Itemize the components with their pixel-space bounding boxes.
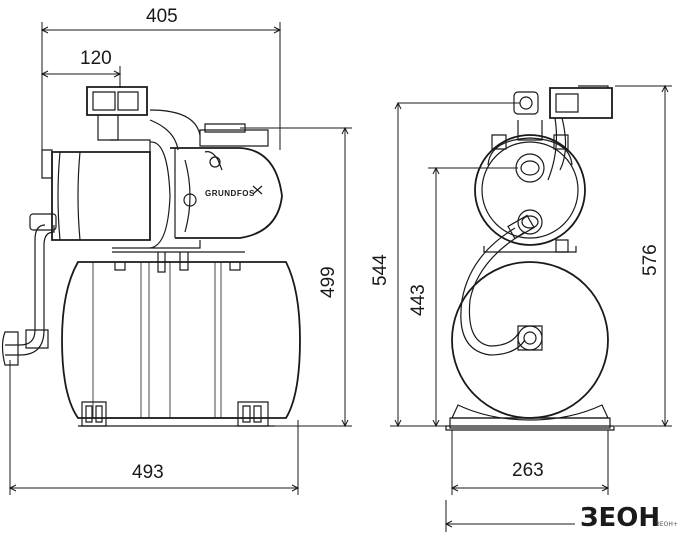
dim-label-493: 493 <box>132 462 164 483</box>
side-view: 544 443 576 263 <box>370 86 672 532</box>
inlet-pipe <box>3 214 57 365</box>
dimension-overall-length: 405 <box>42 6 280 150</box>
dimension-front-height: 499 <box>240 128 352 426</box>
dimension-switch-offset: 120 <box>42 48 120 88</box>
dimension-side-443: 443 <box>408 168 518 426</box>
tank-end-circle <box>452 262 608 418</box>
watermark-logo: ЗЕОН ЗЕОН+ <box>575 496 683 533</box>
dimension-side-576: 576 <box>615 86 672 426</box>
dimension-base-263: 263 <box>452 430 608 495</box>
front-view: GRUNDFOS 405 120 <box>3 6 353 495</box>
dim-label-263: 263 <box>512 460 544 481</box>
dimension-tank-length: 493 <box>10 360 298 495</box>
dimension-side-544: 544 <box>370 103 450 426</box>
brand-label: GRUNDFOS <box>205 189 255 198</box>
dim-label-499: 499 <box>318 266 339 298</box>
watermark-logo-sub: ЗЕОН+ <box>656 521 678 528</box>
watermark-logo-text: ЗЕОН <box>580 503 660 533</box>
dim-label-120: 120 <box>80 48 112 69</box>
dim-label-443: 443 <box>408 284 429 316</box>
dim-label-544: 544 <box>370 254 391 286</box>
tank-feet <box>78 402 275 426</box>
dim-label-576: 576 <box>640 244 661 276</box>
dim-label-405: 405 <box>146 6 178 27</box>
pressure-tank <box>62 252 300 418</box>
pump-unit: GRUNDFOS <box>42 87 282 248</box>
hose <box>461 215 534 355</box>
